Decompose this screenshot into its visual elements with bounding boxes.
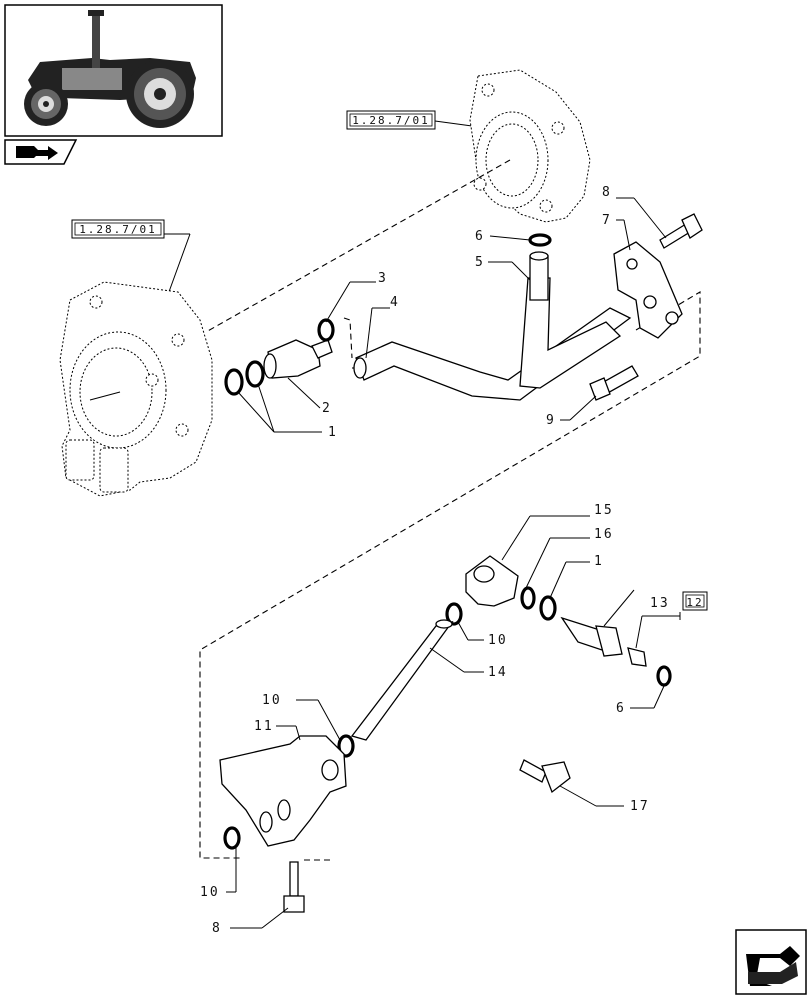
callout-17: 17	[630, 799, 650, 814]
callout-10: 10	[488, 633, 508, 648]
callout-13: 13	[650, 596, 670, 611]
o-ring-6-upper[interactable]	[528, 233, 552, 247]
block-part-11[interactable]	[219, 735, 347, 847]
adapter-part-2[interactable]	[263, 339, 333, 379]
bracket-part-7[interactable]	[613, 241, 683, 339]
bolt-part-8-lower[interactable]	[283, 861, 305, 913]
callout-16: 16	[594, 527, 614, 542]
o-ring-10-bottom[interactable]	[223, 826, 241, 850]
fitting-part-12[interactable]	[560, 616, 623, 657]
callout-1: 1	[328, 425, 338, 440]
callout-8: 8	[602, 185, 612, 200]
pipe-part-14[interactable]	[350, 619, 454, 741]
reference-label: 12	[686, 596, 703, 609]
callout-15: 15	[594, 503, 614, 518]
callout-4: 4	[390, 295, 400, 310]
nut-part-13[interactable]	[627, 647, 647, 667]
reference-label: 1.28.7/01	[79, 223, 157, 236]
pipe-part-5[interactable]	[519, 251, 622, 389]
next-page-arrow-icon[interactable]	[735, 929, 807, 995]
elbow-part-15[interactable]	[465, 555, 519, 607]
o-ring-1-lower[interactable]	[539, 595, 557, 621]
o-ring-10-left[interactable]	[337, 734, 355, 758]
assembly-guides	[199, 159, 701, 861]
callout-1: 1	[594, 554, 604, 569]
callout-14: 14	[488, 665, 508, 680]
callout-6: 6	[616, 701, 626, 716]
tractor-thumbnail-icon[interactable]	[4, 4, 223, 137]
callout-10: 10	[200, 885, 220, 900]
callout-5: 5	[475, 255, 485, 270]
o-ring-3[interactable]	[317, 318, 335, 342]
callout-7: 7	[602, 213, 612, 228]
o-ring-1b[interactable]	[245, 360, 265, 388]
callout-6: 6	[475, 229, 485, 244]
callout-2: 2	[322, 401, 332, 416]
o-ring-16[interactable]	[520, 586, 536, 610]
reference-box-upper[interactable]: 1.28.7/01	[346, 110, 436, 130]
reference-box-left[interactable]: 1.28.7/01	[71, 219, 165, 239]
reference-label: 1.28.7/01	[352, 114, 430, 127]
o-ring-1a[interactable]	[224, 368, 244, 396]
o-ring-10-mid[interactable]	[445, 602, 463, 626]
bolt-part-9[interactable]	[589, 365, 639, 401]
callout-9: 9	[546, 413, 556, 428]
bolt-part-8-upper[interactable]	[659, 213, 703, 249]
left-housing	[59, 281, 213, 497]
callout-11: 11	[254, 719, 274, 734]
reference-box-12[interactable]: 12	[682, 591, 708, 611]
callout-3: 3	[378, 271, 388, 286]
upper-housing	[469, 69, 591, 223]
o-ring-6-lower[interactable]	[656, 665, 672, 687]
book-arrow-icon[interactable]	[4, 139, 78, 165]
callouts: 1 2 3 4 5 6 7 8 9 15 16 1 13 12 6 10 14 …	[200, 185, 708, 936]
leader-lines	[226, 197, 681, 929]
callout-10: 10	[262, 693, 282, 708]
pipe-part-4[interactable]	[353, 307, 632, 401]
bolt-part-17[interactable]	[519, 759, 571, 794]
callout-8: 8	[212, 921, 222, 936]
